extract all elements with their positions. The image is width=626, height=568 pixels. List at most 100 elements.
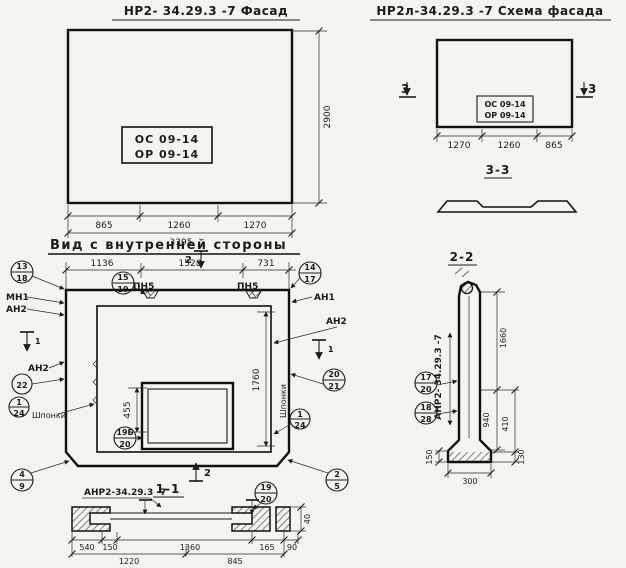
callout-top: 20 bbox=[328, 370, 340, 379]
facade-dim-1270: 1270 bbox=[244, 221, 267, 231]
section-1-1-dimensions: 540 150 1360 165 90 1220 845 40 bbox=[67, 502, 312, 566]
callout-20-21: 20 21 bbox=[290, 368, 346, 392]
cut-2-label: 2 bbox=[204, 468, 211, 479]
label-mn1-leader bbox=[26, 296, 65, 305]
dim-1360: 1360 bbox=[180, 543, 200, 552]
inner-top-dimensions: 1136 1528 731 bbox=[61, 259, 296, 290]
callout-bottom: 28 bbox=[420, 415, 432, 424]
scheme-cut-marker-left: 3 bbox=[399, 82, 416, 98]
key-notches-left bbox=[92, 359, 98, 405]
callout-top: 4 bbox=[19, 470, 25, 479]
callout-top: 19 bbox=[260, 483, 272, 492]
cut-marker-1-right: 1 bbox=[312, 339, 334, 360]
scheme-view: НР2л-34.29.3 -7 Схема фасада ОС 09-14 ОР… bbox=[370, 4, 611, 213]
section-1-1-mark-label: АНР2-34.29.3 -7 bbox=[84, 488, 166, 498]
facade-bottom-dimensions: 865 1260 1270 3395 bbox=[63, 205, 297, 248]
inner-view: Вид с внутренней стороны 1136 1528 731 2… bbox=[6, 238, 349, 510]
callout-top: 13 bbox=[16, 262, 27, 271]
callout-top: 2 bbox=[334, 470, 340, 479]
profile-left bbox=[71, 506, 111, 532]
scheme-dim-1260: 1260 bbox=[498, 141, 521, 151]
label-pn5-left: ПН5 bbox=[133, 282, 154, 292]
cut-marker-2-top: 2 bbox=[185, 250, 208, 269]
profile-end bbox=[275, 506, 291, 532]
callout-bottom: 24 bbox=[294, 421, 306, 430]
section-2-2-profile bbox=[446, 280, 493, 464]
dim-455-text: 455 bbox=[123, 401, 133, 418]
facade-view: НР2- 34.29.3 -7 Фасад ОС 09-14 ОР 09-14 … bbox=[63, 4, 333, 248]
callout-19-20: 19 20 bbox=[252, 481, 278, 510]
callout-top: 15 bbox=[117, 273, 129, 282]
callout-bottom: 9 bbox=[19, 482, 25, 491]
cut-marker-1-left: 1 bbox=[20, 331, 41, 352]
inner-dim-1136: 1136 bbox=[91, 259, 114, 269]
callout-top: 18 bbox=[420, 403, 432, 412]
dim-1760: 1760 bbox=[252, 311, 275, 447]
dim-130: 130 bbox=[517, 449, 526, 464]
callout-13-18: 13 18 bbox=[10, 260, 65, 290]
facade-title: НР2- 34.29.3 -7 Фасад bbox=[124, 4, 288, 18]
section-3-3: 3-3 bbox=[436, 163, 578, 213]
callout-4-9: 4 9 bbox=[10, 459, 70, 492]
callout-top: 1 bbox=[297, 410, 303, 419]
side-mark-label: АНР2- 34.29.3 -7 bbox=[434, 334, 444, 420]
callout-14-17: 14 17 bbox=[290, 261, 322, 289]
cut-3-label: 3 bbox=[588, 82, 597, 96]
dim-1660: 1660 bbox=[499, 328, 508, 348]
scheme-dim-1270: 1270 bbox=[448, 141, 471, 151]
label-shponki-left-leader bbox=[57, 402, 95, 415]
dim-455: 455 bbox=[123, 387, 147, 433]
dim-165: 165 bbox=[259, 543, 274, 552]
inner-panel-outline bbox=[64, 288, 291, 468]
label-pn5-right: ПН5 bbox=[237, 282, 258, 292]
dim-40: 40 bbox=[303, 514, 312, 524]
label-an2-left-mid-leader bbox=[48, 361, 65, 369]
scheme-dim-865: 865 bbox=[545, 141, 562, 151]
facade-stamp-line2: ОР 09-14 bbox=[135, 148, 199, 161]
callout-top: 19Б bbox=[116, 428, 133, 437]
scheme-stamp-box bbox=[476, 95, 534, 123]
inner-dim-1528: 1528 bbox=[179, 259, 202, 269]
inner-title: Вид с внутренней стороны bbox=[50, 238, 287, 253]
callout-single: 22 bbox=[16, 381, 27, 390]
callout-1-24-left: 1 24 bbox=[8, 396, 30, 418]
label-an1: АН1 bbox=[314, 293, 335, 303]
section-1-1-label: 1-1 bbox=[156, 482, 181, 496]
scheme-stamp-line2: ОР 09-14 bbox=[484, 111, 525, 120]
cut-2-label: 2 bbox=[185, 255, 192, 266]
scheme-panel-outline bbox=[435, 38, 574, 129]
dim-300: 300 bbox=[462, 477, 477, 486]
callout-top: 14 bbox=[304, 263, 316, 272]
facade-dim-1260: 1260 bbox=[168, 221, 191, 231]
dim-150: 150 bbox=[102, 543, 117, 552]
dim-1760-text: 1760 bbox=[252, 368, 262, 391]
scheme-title: НР2л-34.29.3 -7 Схема фасада bbox=[376, 4, 603, 18]
section-3-3-profile bbox=[436, 200, 578, 213]
label-an2-left-top-leader bbox=[26, 308, 65, 317]
cut-3-label: 3 bbox=[401, 82, 410, 96]
callout-top: 1 bbox=[16, 398, 22, 407]
inner-dim-731: 731 bbox=[257, 259, 274, 269]
callout-bottom: 21 bbox=[328, 382, 340, 391]
facade-height-dimension: 2900 bbox=[292, 26, 333, 208]
label-shponki-left: Шпонки bbox=[32, 411, 66, 420]
cut-1-label: 1 bbox=[328, 345, 334, 354]
callout-18-28: 18 28 bbox=[414, 401, 458, 425]
facade-dim-3395: 3395 bbox=[170, 238, 193, 248]
section-2-2: 2-2 АНР2- 34.29.3 -7 1660 940 410 130 bbox=[414, 250, 526, 486]
callout-bottom: 20 bbox=[420, 385, 432, 394]
cut-1-label: 1 bbox=[35, 337, 41, 346]
dim-940: 940 bbox=[482, 412, 491, 427]
label-an2-right-leader bbox=[273, 326, 338, 345]
break-marks-top bbox=[454, 267, 470, 278]
label-an2-left-top: АН2 bbox=[6, 305, 27, 315]
callout-22: 22 bbox=[11, 373, 65, 395]
facade-dim-865: 865 bbox=[95, 221, 112, 231]
profile-right bbox=[231, 506, 271, 532]
label-an2-right: АН2 bbox=[326, 317, 347, 327]
callout-bottom: 20 bbox=[119, 440, 131, 449]
callout-top: 17 bbox=[420, 373, 431, 382]
stud-marker-right bbox=[246, 499, 259, 515]
